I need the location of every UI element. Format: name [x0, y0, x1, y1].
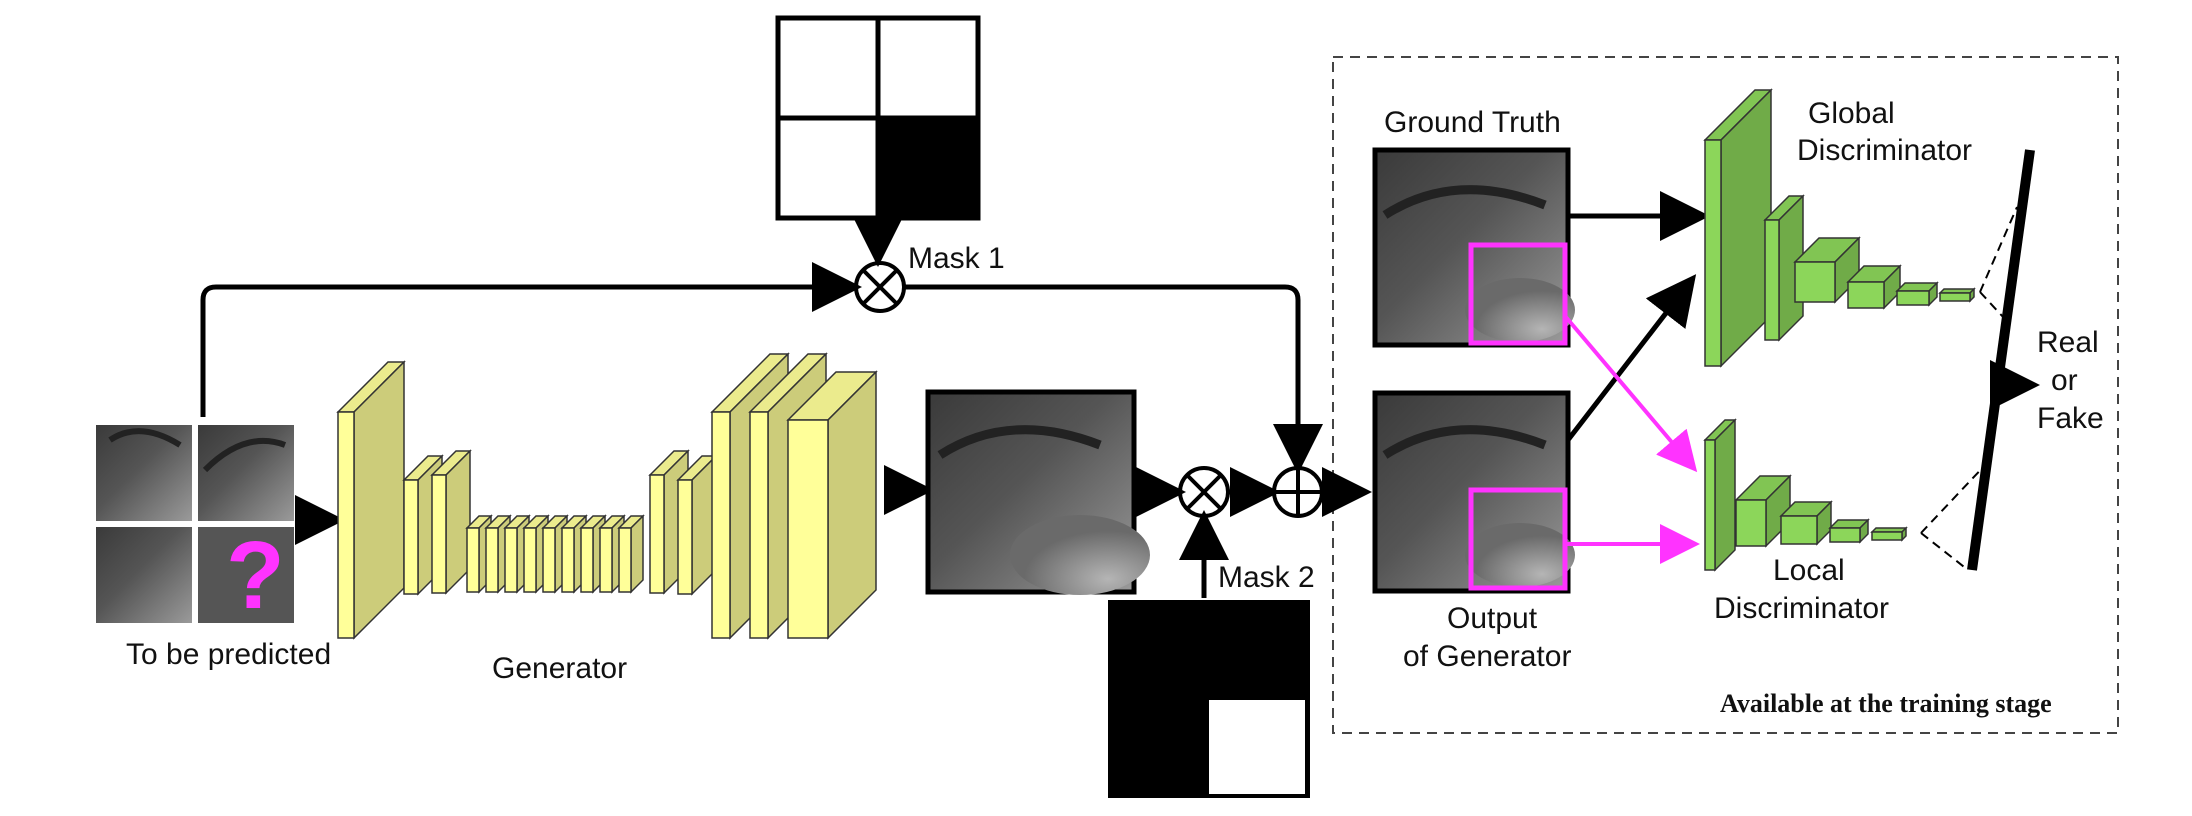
label-mask2: Mask 2	[1218, 561, 1315, 594]
training-stage-box	[1332, 56, 2119, 734]
arrow-input-to-mask1	[200, 262, 862, 417]
label-local-line1: Local	[1773, 554, 1845, 587]
arrow-gt-patch-to-local	[1563, 314, 1698, 473]
discriminator-block	[1828, 518, 1870, 544]
input-image-tiles	[96, 425, 294, 623]
label-to-be-predicted: To be predicted	[126, 638, 331, 671]
label-global-line1: Global	[1808, 97, 1895, 130]
local-discriminator	[1703, 418, 1908, 572]
label-local-line2: Discriminator	[1714, 592, 1889, 625]
discriminator-block	[1846, 264, 1902, 310]
mask2	[1108, 600, 1310, 798]
mask2-white-cell	[1209, 700, 1305, 794]
generator-network	[336, 352, 878, 640]
label-real: Real	[2037, 326, 2099, 359]
multiply-operator-2	[1178, 466, 1230, 518]
question-mark-icon: ?	[226, 522, 285, 629]
label-training-note: Available at the training stage	[1720, 689, 2052, 718]
missing-tile	[198, 527, 294, 623]
generated-image	[925, 389, 1150, 595]
generator-block	[786, 370, 878, 640]
generator-block	[336, 360, 406, 640]
label-fake: Fake	[2037, 402, 2104, 435]
label-generator: Generator	[492, 652, 627, 685]
mask1	[775, 15, 981, 221]
decision-bar	[1967, 149, 2035, 571]
label-ground-truth: Ground Truth	[1384, 106, 1561, 139]
discriminator-block	[1895, 281, 1939, 307]
dashed-local-lower	[1920, 532, 1969, 571]
arrow-output-to-global	[1566, 274, 1697, 442]
discriminator-block	[1793, 236, 1861, 304]
dashed-global-upper	[1979, 206, 2018, 293]
generator-block	[676, 454, 718, 596]
discriminator-block	[1703, 88, 1773, 368]
label-output-line2: of Generator	[1403, 640, 1571, 673]
label-output-line1: Output	[1447, 602, 1538, 635]
discriminator-block	[1763, 194, 1805, 342]
discriminator-block	[1938, 287, 1976, 303]
label-or: or	[2051, 364, 2078, 397]
output-of-generator-image	[1372, 390, 1575, 594]
add-operator	[1272, 466, 1324, 518]
output-highlight-box	[1468, 487, 1568, 591]
discriminator-block	[1734, 474, 1792, 548]
generator-block	[617, 514, 645, 594]
dashed-global-lower	[1979, 291, 2005, 319]
generator-block	[430, 449, 472, 595]
global-discriminator	[1703, 88, 1976, 368]
label-mask1: Mask 1	[908, 242, 1005, 275]
label-global-line2: Discriminator	[1797, 134, 1972, 167]
discriminator-block	[1779, 500, 1833, 546]
ground-truth-highlight-box	[1468, 242, 1568, 346]
discriminator-block	[1870, 526, 1908, 542]
dashed-local-upper	[1920, 461, 1989, 534]
arrow-op1-to-add	[904, 284, 1323, 474]
discriminator-block	[1703, 418, 1737, 572]
multiply-operator-1	[854, 261, 906, 313]
ground-truth-image	[1372, 147, 1575, 348]
mask1-filled-cell	[878, 118, 978, 218]
